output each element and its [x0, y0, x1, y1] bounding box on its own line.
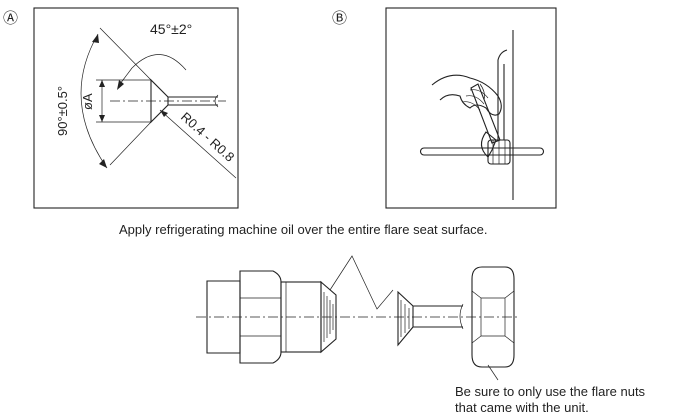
flare-angle-leader — [119, 67, 133, 85]
union-cone — [320, 280, 337, 354]
panel-b-marker: Ⓑ — [332, 9, 347, 27]
vertical-pipe — [497, 49, 508, 140]
panel-b-frame — [385, 7, 557, 209]
wrench-jaw — [480, 131, 497, 158]
flare-end-cone — [397, 290, 414, 347]
total-angle-arc — [80, 33, 108, 169]
total-angle-extension-lines — [99, 27, 152, 166]
hand-fingers — [461, 89, 489, 111]
flare-nut — [471, 266, 515, 368]
flare-pipe-section — [80, 27, 237, 179]
flare-nut-note-line-2: that came with the unit. — [455, 400, 589, 415]
flare-nut-facets — [492, 140, 506, 164]
note-leader — [487, 364, 499, 381]
horizontal-pipe — [419, 147, 545, 156]
radius-arrowhead — [160, 110, 168, 117]
flare-pipe-break-line — [459, 303, 464, 330]
flare-angle-label: 45°±2° — [150, 21, 192, 37]
flare-angle-arc — [131, 54, 187, 71]
radius-label: R0.4 - R0.8 — [178, 109, 237, 165]
oil-callout-leader — [329, 255, 394, 310]
radius-leader — [159, 109, 237, 179]
flare-angle-arrowhead — [117, 80, 124, 90]
panel-a-marker: Ⓐ — [3, 9, 18, 27]
wrench-tightening-illustration — [419, 30, 545, 200]
hand-outline — [431, 74, 502, 116]
flare-end-hatching — [400, 300, 410, 337]
hand-thumb — [479, 83, 485, 101]
oil-caption: Apply refrigerating machine oil over the… — [119, 222, 488, 237]
flare-union-assembly — [196, 255, 517, 381]
diameter-label: øA — [80, 93, 95, 110]
pipe-body — [168, 96, 218, 106]
panel-a-frame — [33, 7, 239, 209]
total-angle-label: 90°±0.5° — [55, 86, 70, 136]
flare-end-pipe — [413, 305, 463, 328]
union-hex-facets — [240, 297, 281, 337]
flare-nut-note-line-1: Be sure to only use the flare nuts — [455, 384, 646, 399]
wrench-handle — [470, 83, 501, 144]
